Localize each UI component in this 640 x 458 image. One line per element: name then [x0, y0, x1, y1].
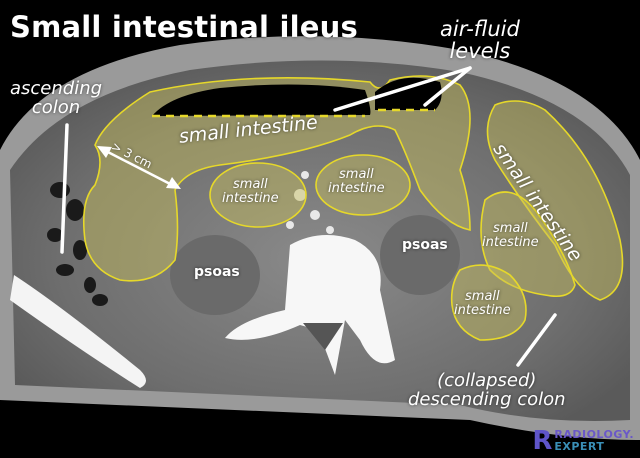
descending-colon-label: (collapsed) descending colon — [408, 370, 566, 410]
si-right-low-line2: intestine — [454, 302, 511, 318]
logo-line2: EXPERT — [554, 440, 605, 453]
si-center-left-line1: small — [233, 177, 268, 192]
ascending-label-line2: colon — [31, 96, 81, 118]
figure-title: Small intestinal ileus — [10, 10, 358, 44]
si-center-left-line2: intestine — [222, 190, 279, 206]
air-fluid-label-line1: air-fluid — [440, 17, 520, 41]
small-intestine-loop-right-low — [450, 264, 527, 341]
air-pocket-right — [375, 77, 442, 110]
psoas-left-label: psoas — [194, 264, 240, 280]
iliac-bone — [10, 275, 146, 388]
measurement-arrow — [97, 146, 181, 189]
si-center-right-line2: intestine — [328, 180, 385, 196]
air-pocket-left — [152, 84, 371, 116]
radiology-expert-logo: R RADIOLOGY. EXPERT — [532, 428, 634, 454]
small-intestine-loop-right-long — [486, 100, 624, 301]
logo-line1: RADIOLOGY. — [554, 428, 634, 442]
si-center-right-label: small intestine — [328, 168, 385, 195]
small-intestine-loop-right-mid — [480, 191, 576, 298]
psoas-right-muscle — [380, 215, 460, 295]
si-right-low-line1: small — [465, 289, 500, 304]
descending-label-line1: (collapsed) — [437, 370, 537, 391]
small-intestine-loop-center-left — [209, 162, 307, 228]
si-right-mid-line2: intestine — [482, 234, 539, 250]
si-right-mid-line1: small — [493, 221, 528, 236]
si-right-mid-label: small intestine — [482, 222, 539, 249]
descending-label-line2: descending colon — [408, 388, 566, 410]
mesenteric-vessels — [286, 171, 334, 234]
spinal-canal — [303, 323, 343, 350]
logo-mark-icon: R — [532, 426, 553, 456]
si-center-left-label: small intestine — [222, 178, 279, 205]
air-fluid-label-line2: levels — [449, 39, 511, 64]
si-center-right-line1: small — [339, 167, 374, 182]
air-fluid-levels-label: air-fluid levels — [440, 18, 520, 62]
ascending-colon-gas — [47, 182, 108, 306]
dilated-small-intestine-main — [82, 75, 471, 282]
vertebra — [225, 235, 395, 375]
small-intestine-loop-center-right — [315, 154, 411, 216]
ascending-colon-label: ascending colon — [10, 78, 103, 118]
ascending-label-line1: ascending — [10, 78, 103, 99]
psoas-right-label: psoas — [402, 237, 448, 253]
pointer-lines — [60, 66, 557, 367]
si-right-low-label: small intestine — [454, 290, 511, 317]
psoas-left-muscle — [170, 235, 260, 315]
